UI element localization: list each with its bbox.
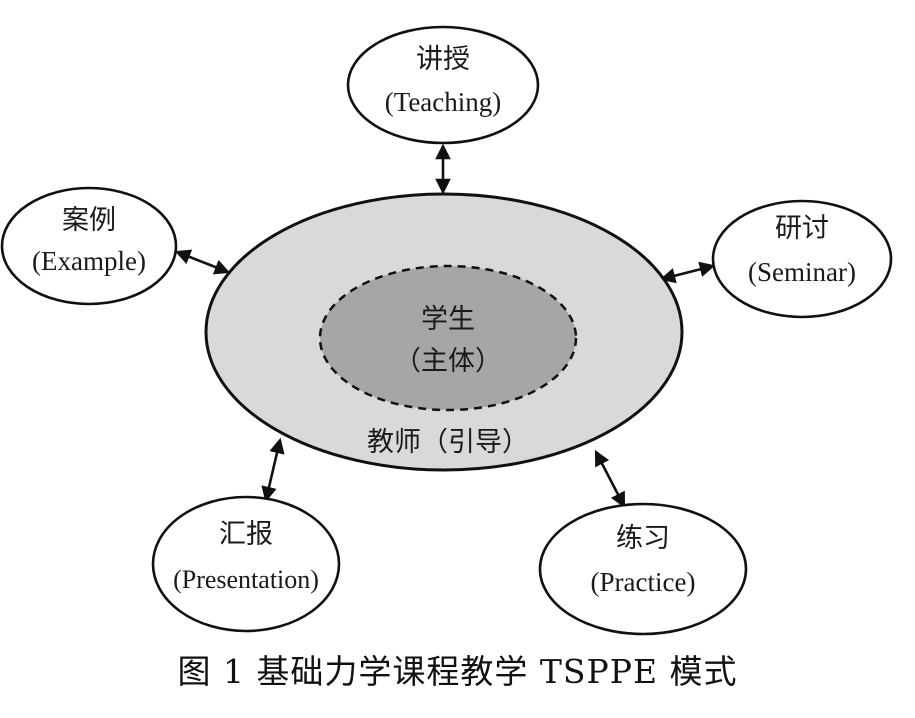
teacher-label: 教师（引导） bbox=[367, 427, 529, 458]
node-example-ellipse bbox=[0, 186, 178, 306]
node-teaching-ellipse bbox=[346, 25, 540, 145]
example-connector-arrow bbox=[174, 249, 231, 275]
node-practice-ellipse bbox=[538, 502, 748, 636]
node-example-en: (Example) bbox=[32, 246, 146, 276]
student-sublabel: （主体） bbox=[394, 346, 502, 377]
node-seminar-zh: 研讨 bbox=[775, 213, 829, 244]
node-teaching-zh: 讲授 bbox=[416, 44, 470, 75]
node-teaching: 讲授 (Teaching) bbox=[346, 25, 540, 145]
node-presentation-ellipse bbox=[151, 495, 341, 633]
node-seminar: 研讨 (Seminar) bbox=[711, 199, 893, 319]
figure-caption: 图 1 基础力学课程教学 TSPPE 模式 bbox=[177, 652, 738, 691]
seminar-connector-arrow bbox=[659, 261, 716, 284]
node-practice: 练习 (Practice) bbox=[538, 502, 748, 636]
practice-connector-arrow bbox=[594, 449, 626, 509]
student-label: 学生 bbox=[421, 304, 475, 335]
node-presentation-en: (Presentation) bbox=[173, 565, 319, 594]
presentation-connector-arrow bbox=[261, 437, 285, 503]
node-practice-zh: 练习 bbox=[616, 523, 670, 554]
node-seminar-ellipse bbox=[711, 199, 893, 319]
node-example: 案例 (Example) bbox=[0, 186, 178, 306]
node-seminar-en: (Seminar) bbox=[748, 257, 856, 287]
node-example-zh: 案例 bbox=[62, 205, 116, 236]
node-presentation: 汇报 (Presentation) bbox=[151, 495, 341, 633]
student-inner-ellipse bbox=[318, 264, 578, 412]
node-practice-en: (Practice) bbox=[591, 567, 696, 597]
node-teaching-en: (Teaching) bbox=[385, 87, 502, 117]
node-presentation-zh: 汇报 bbox=[219, 519, 273, 550]
